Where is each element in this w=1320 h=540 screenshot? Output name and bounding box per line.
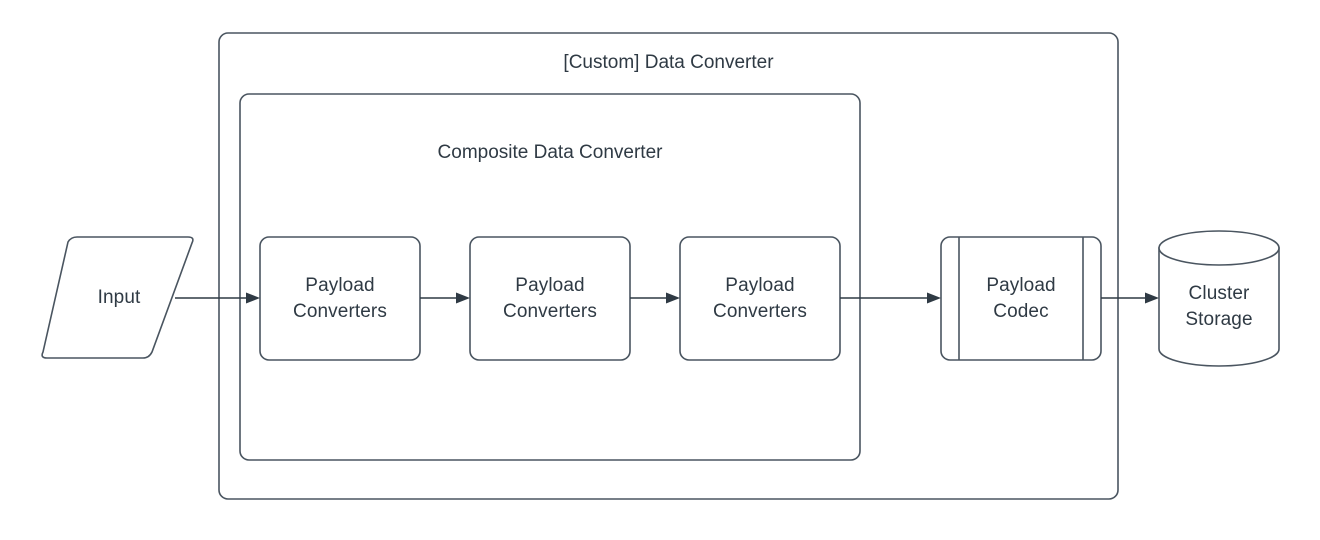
payload-converters-3-shape[interactable] xyxy=(679,236,841,361)
edge-input-to-pc1 xyxy=(175,292,260,304)
edge-pc1-to-pc2 xyxy=(420,292,470,304)
edge-pc2-to-pc3 xyxy=(630,292,680,304)
input-shape[interactable] xyxy=(41,236,194,359)
payload-converters-2-shape[interactable] xyxy=(469,236,631,361)
edge-codec-to-storage xyxy=(1101,292,1159,304)
outer-container-title: [Custom] Data Converter xyxy=(563,52,774,73)
cluster-storage-body[interactable] xyxy=(1158,247,1280,367)
cluster-storage-top xyxy=(1158,230,1280,266)
edge-pc3-to-codec xyxy=(840,292,941,304)
payload-converters-1-shape[interactable] xyxy=(259,236,421,361)
payload-codec-shape[interactable] xyxy=(940,236,1102,361)
inner-container-title: Composite Data Converter xyxy=(437,142,663,163)
